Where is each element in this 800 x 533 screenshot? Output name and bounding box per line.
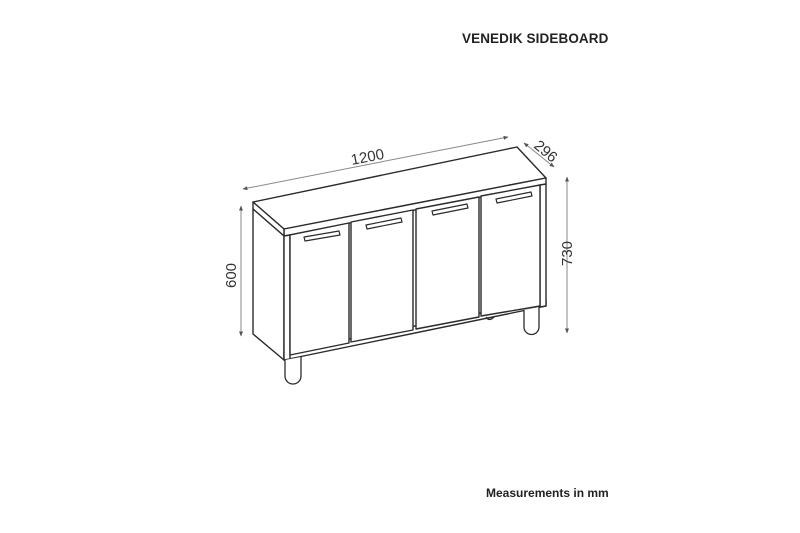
right-side-strip [539, 183, 547, 308]
handle-1 [303, 230, 341, 242]
width-dimension-label: 1200 [350, 146, 386, 169]
leg-front-right [523, 307, 540, 336]
leg-front-left [284, 357, 302, 385]
door-4 [480, 184, 541, 317]
left-side-panel [252, 208, 285, 361]
width-dimension: 1200 [242, 135, 509, 191]
drawing-title: VENEDIK SIDEBOARD [462, 31, 609, 46]
body-height-dimension: 600 [223, 205, 243, 337]
sideboard-body [252, 146, 547, 361]
measurement-note: Measurements in mm [486, 486, 609, 500]
leg-back-hint [485, 316, 495, 321]
body-height-dimension-label: 600 [223, 263, 240, 288]
handle-2 [365, 217, 403, 230]
legs [284, 307, 540, 385]
total-height-dimension: 730 [559, 176, 576, 334]
door-1 [289, 222, 350, 356]
depth-dimension-label: 296 [530, 137, 560, 166]
door-2 [350, 209, 414, 343]
handles [303, 191, 533, 242]
left-frame-strip [283, 234, 291, 361]
handle-4 [495, 191, 533, 204]
doors [289, 184, 541, 356]
handle-3 [431, 203, 469, 216]
total-height-dimension-label: 730 [559, 241, 576, 266]
door-3 [415, 196, 480, 330]
